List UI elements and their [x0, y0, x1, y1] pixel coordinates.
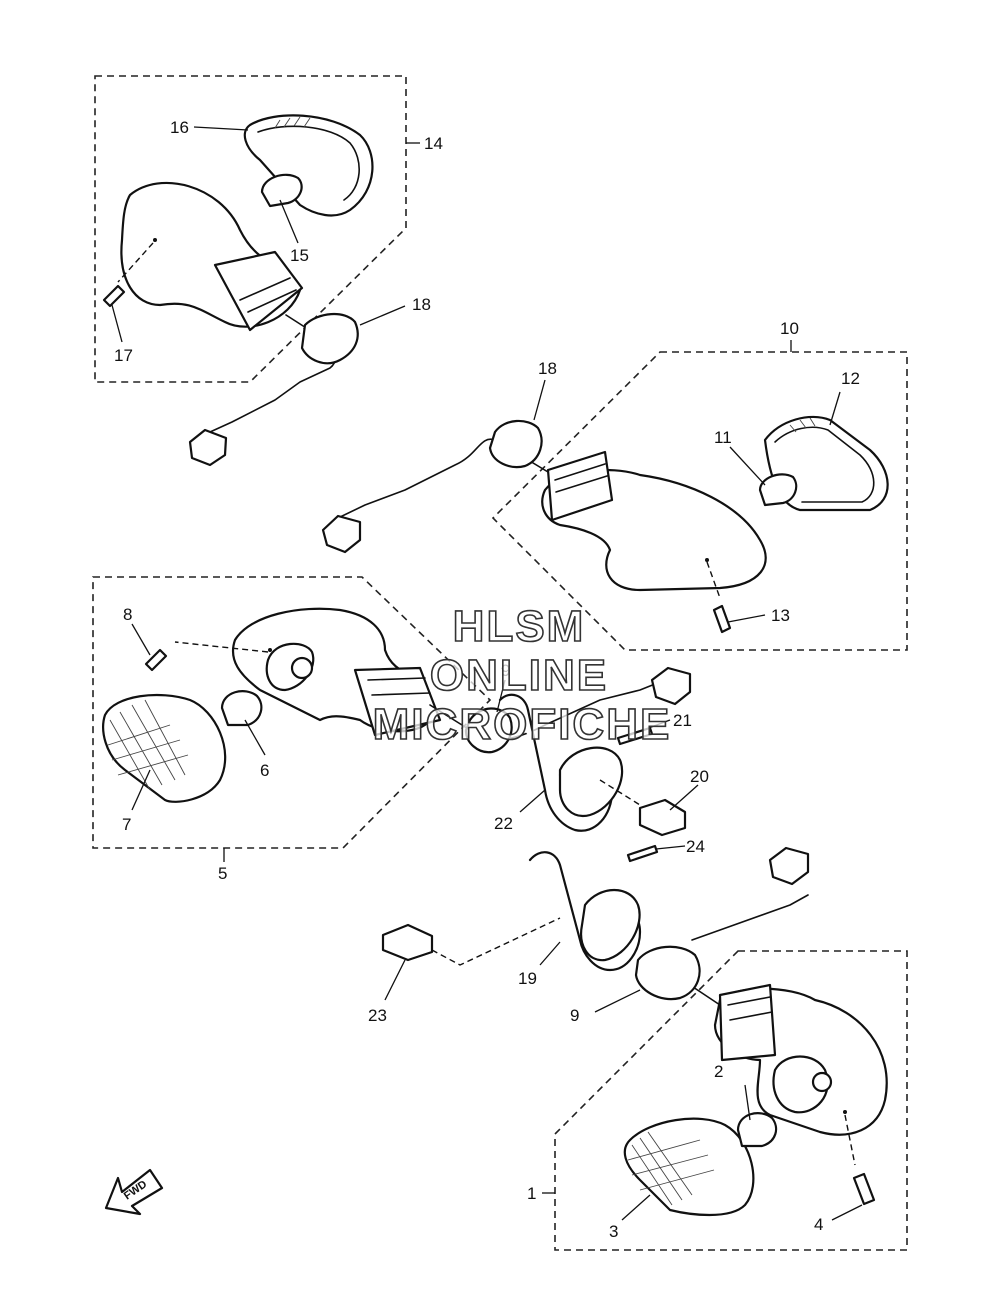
callout-9-left: 9 — [501, 661, 510, 680]
callout-19: 19 — [518, 969, 537, 988]
callout-4: 4 — [814, 1215, 823, 1234]
bulb-2 — [736, 1112, 778, 1148]
grommet-9-left — [464, 707, 513, 754]
callout-16: 16 — [170, 118, 189, 137]
callout-11: 11 — [714, 428, 732, 447]
callout-2: 2 — [714, 1062, 723, 1081]
screw-4 — [852, 1172, 876, 1206]
callout-5: 5 — [218, 864, 227, 883]
damper-20 — [638, 798, 687, 837]
callout-13: 13 — [771, 606, 790, 625]
watermark-line-1: HLSM — [453, 602, 586, 651]
callout-7: 7 — [122, 815, 131, 834]
bulb-6 — [220, 690, 263, 727]
callout-24: 24 — [686, 837, 705, 856]
bolt-24 — [626, 844, 659, 863]
assembly-frame-10 — [491, 351, 908, 651]
bracket-group — [381, 693, 809, 972]
signal-assembly-10 — [321, 415, 889, 634]
callout-3: 3 — [609, 1222, 618, 1241]
assembly-frame-5 — [92, 576, 492, 849]
signal-assembly-5 — [102, 607, 692, 803]
assembly-frame-14 — [94, 75, 407, 383]
callout-20: 20 — [690, 767, 709, 786]
signal-assembly-1 — [623, 846, 888, 1217]
callout-12: 12 — [841, 369, 860, 388]
connector-top — [188, 428, 228, 467]
watermark-line-3: MICROFICHE — [373, 700, 672, 749]
damper-23 — [381, 923, 434, 962]
callout-8: 8 — [123, 605, 132, 624]
grommet-9-bottom — [634, 945, 701, 1001]
watermark-line-2: ONLINE — [430, 651, 608, 700]
callout-23: 23 — [368, 1006, 387, 1025]
bulb-11 — [758, 473, 798, 507]
screw-8 — [144, 648, 168, 672]
callout-6: 6 — [260, 761, 269, 780]
callout-17: 17 — [114, 346, 133, 365]
callout-18-right: 18 — [538, 359, 557, 378]
grommet-18-right — [488, 419, 543, 469]
fwd-arrow-icon — [104, 1168, 164, 1216]
watermark: HLSM ONLINE MICROFICHE — [372, 601, 672, 750]
grommet-18-top — [300, 313, 359, 365]
connector-left — [650, 666, 692, 706]
bulb-15 — [260, 173, 303, 208]
callout-1: 1 — [527, 1184, 536, 1203]
screw-17 — [102, 284, 126, 308]
callout-18-top: 18 — [412, 295, 431, 314]
lens-3 — [623, 1117, 755, 1217]
forward-direction-indicator: FWD — [104, 1168, 164, 1216]
leader-lines — [111, 126, 863, 1221]
callout-15: 15 — [290, 246, 309, 265]
screw-13 — [712, 604, 732, 634]
callout-labels: 16 14 15 17 18 10 18 12 11 13 8 9 21 6 2… — [114, 118, 860, 1241]
callout-21: 21 — [673, 711, 692, 730]
callout-14: 14 — [424, 134, 443, 153]
callout-10: 10 — [780, 319, 799, 338]
lens-7 — [102, 693, 227, 803]
callout-9-bottom: 9 — [570, 1006, 579, 1025]
lens-16 — [243, 114, 374, 217]
connector-right — [321, 514, 362, 554]
connector-bottom — [768, 846, 810, 886]
signal-assembly-14 — [102, 114, 374, 467]
callout-22: 22 — [494, 814, 513, 833]
